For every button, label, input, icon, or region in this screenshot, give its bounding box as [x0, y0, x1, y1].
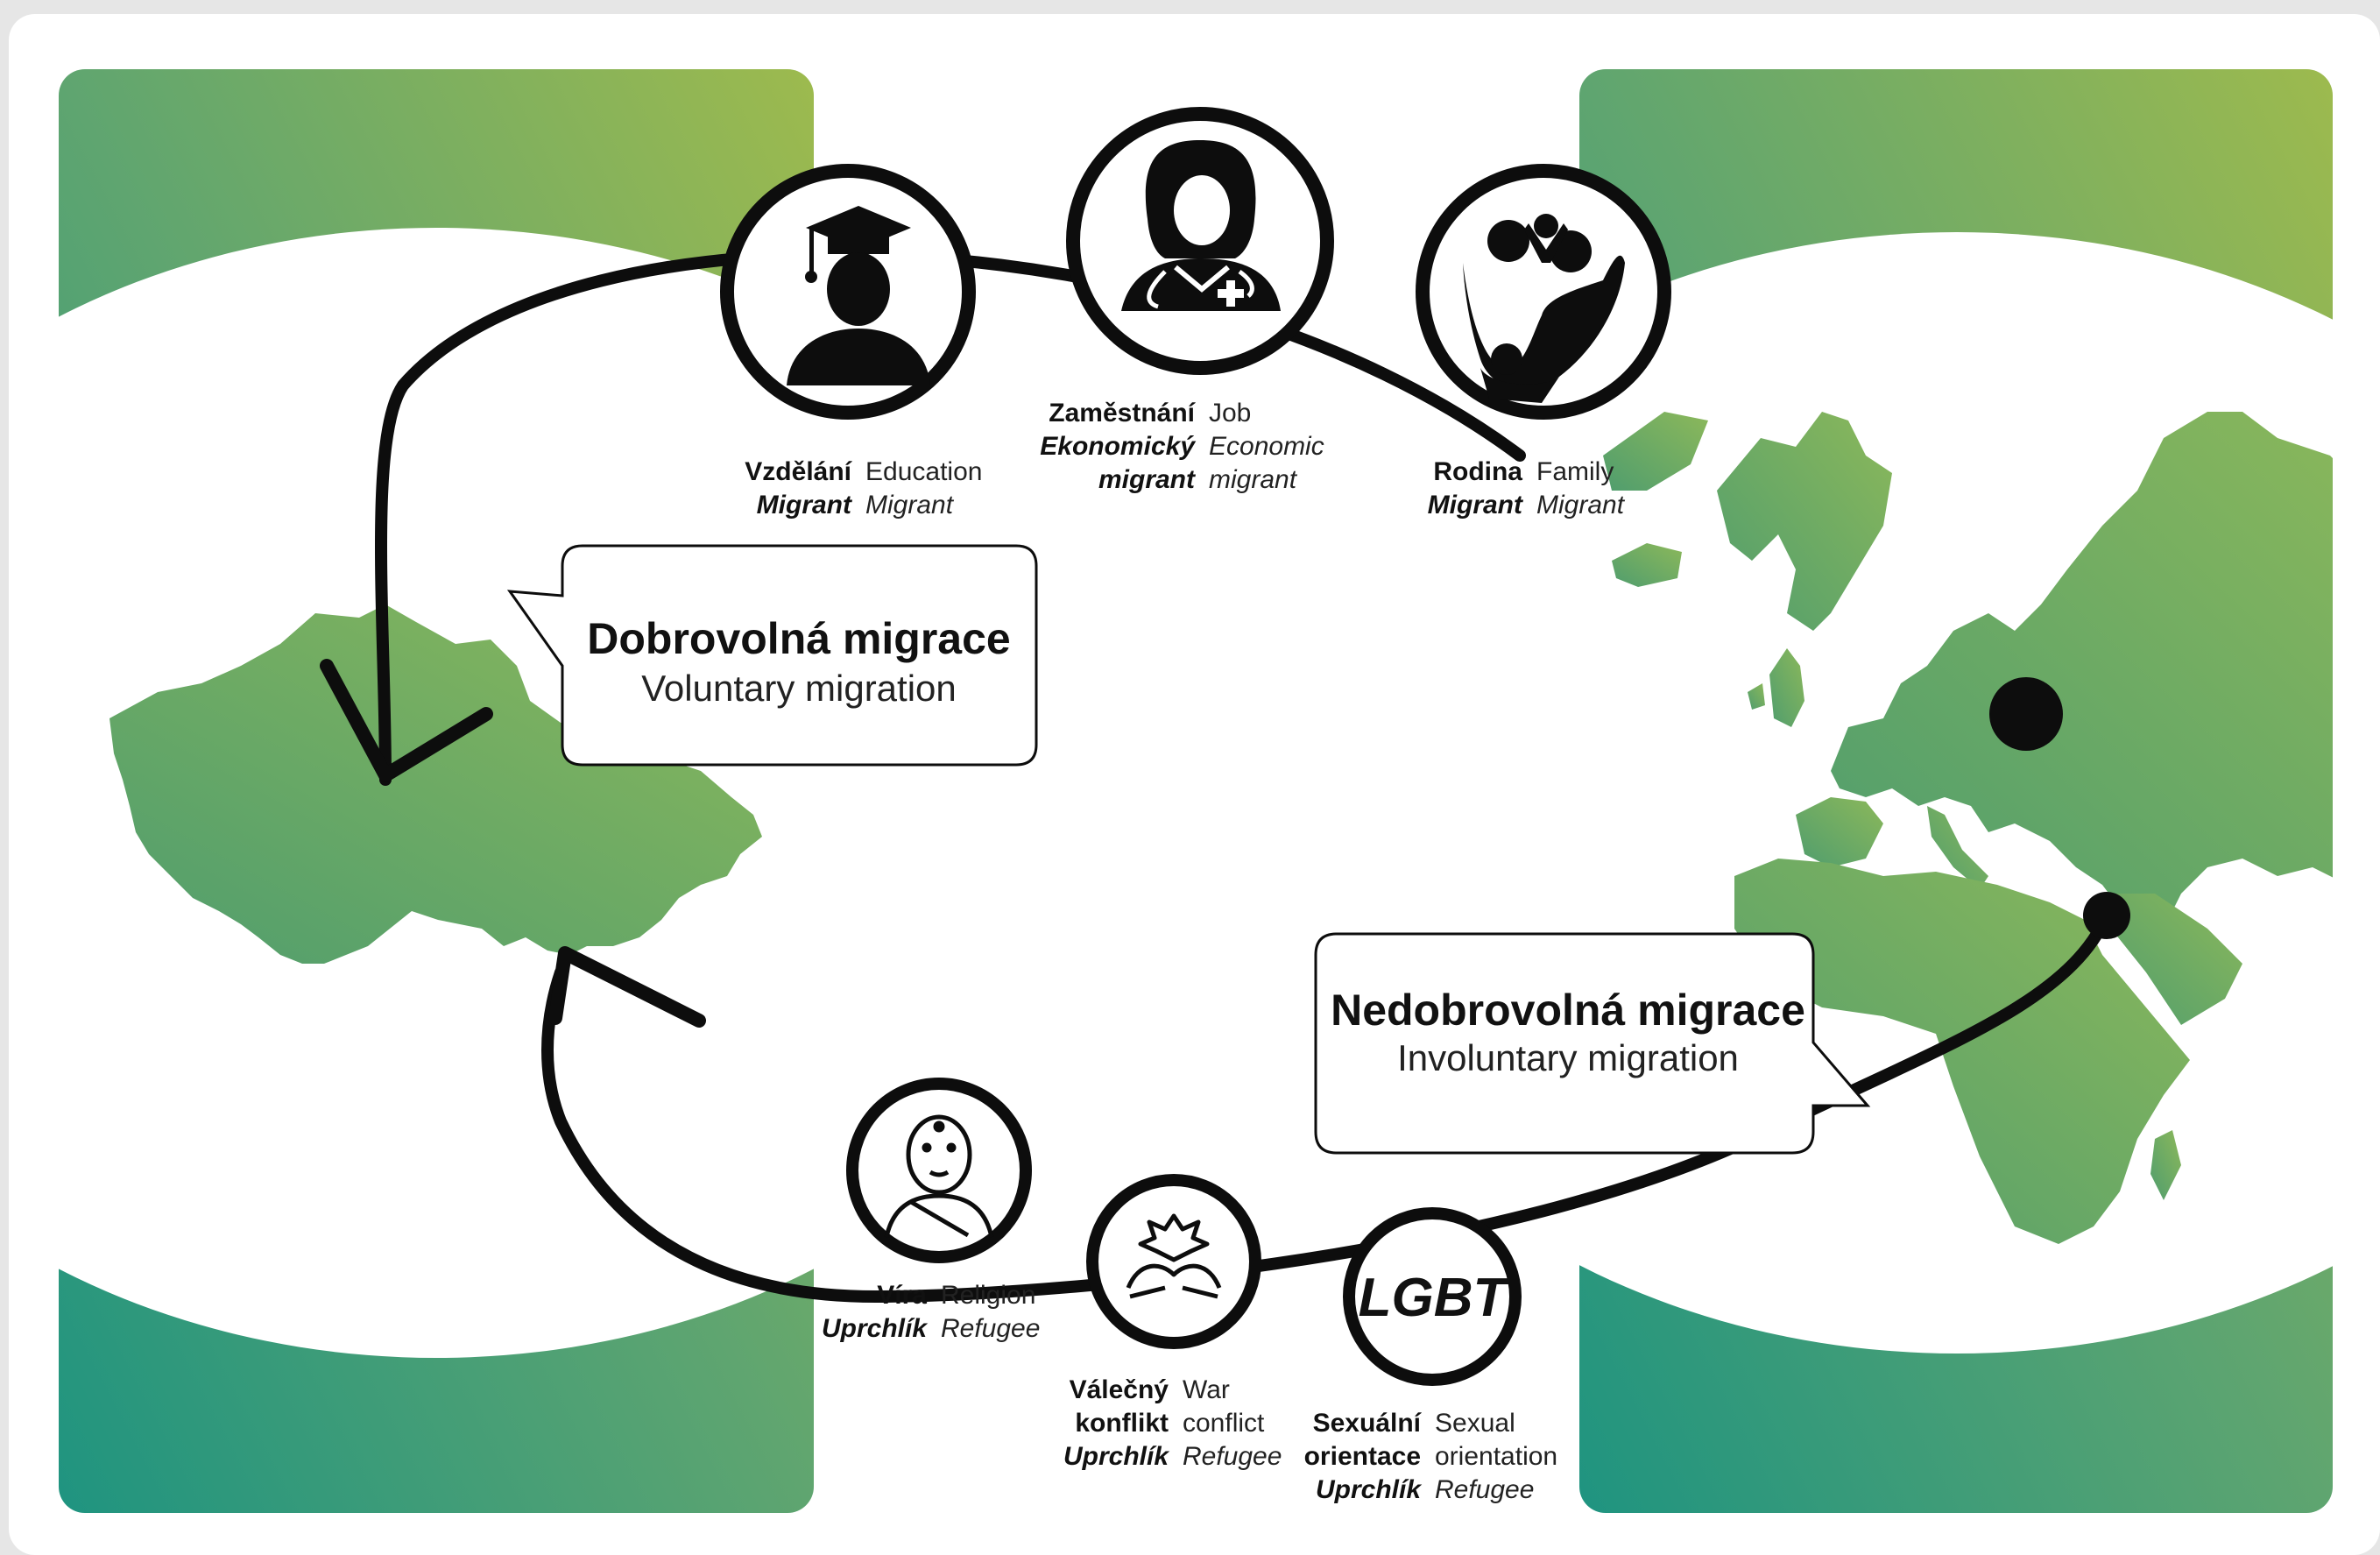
svg-text:migrant: migrant [1209, 465, 1298, 494]
svg-text:Religion: Religion [941, 1281, 1035, 1310]
svg-text:migrant: migrant [1098, 465, 1197, 494]
label-war-conflict: Válečný War konflikt conflict Uprchlík R… [1063, 1375, 1282, 1471]
svg-text:Uprchlík: Uprchlík [1063, 1442, 1169, 1471]
node-war-conflict [1086, 1174, 1261, 1349]
svg-text:conflict: conflict [1183, 1409, 1265, 1438]
arrowhead-icon [320, 659, 493, 782]
svg-text:Economic: Economic [1209, 432, 1324, 461]
svg-text:Vzdělání: Vzdělání [745, 457, 852, 486]
svg-text:Refugee: Refugee [1183, 1442, 1282, 1471]
svg-text:Sexuální: Sexuální [1313, 1409, 1423, 1438]
svg-text:orientace: orientace [1304, 1442, 1421, 1471]
monk-icon [884, 1114, 994, 1238]
svg-text:Family: Family [1536, 457, 1614, 486]
svg-text:Refugee: Refugee [1435, 1475, 1534, 1504]
arrowhead-icon [548, 946, 706, 1028]
svg-text:Ekonomický: Ekonomický [1040, 432, 1196, 461]
svg-text:Migrant: Migrant [1536, 491, 1626, 520]
svg-text:Involuntary migration: Involuntary migration [1397, 1037, 1739, 1078]
svg-text:Job: Job [1209, 399, 1251, 428]
svg-text:orientation: orientation [1435, 1442, 1557, 1471]
svg-text:Válečný: Válečný [1070, 1375, 1169, 1404]
svg-text:Migrant: Migrant [1428, 491, 1524, 520]
svg-text:Rodina: Rodina [1433, 457, 1522, 486]
doctor-icon [1121, 140, 1281, 311]
label-religion: Víra Religion Uprchlík Refugee [822, 1281, 1040, 1343]
graduate-icon [787, 206, 930, 385]
svg-text:Uprchlík: Uprchlík [1316, 1475, 1422, 1504]
label-job: Zaměstnání Job Ekonomický Economic migra… [1040, 399, 1324, 494]
czech-republic-map [109, 604, 762, 964]
svg-text:Nedobrovolná migrace: Nedobrovolná migrace [1331, 986, 1805, 1035]
svg-text:Voluntary migration: Voluntary migration [641, 668, 957, 709]
svg-text:konflikt: konflikt [1075, 1409, 1169, 1438]
label-education: Vzdělání Education Migrant Migrant [745, 457, 982, 520]
svg-text:Migrant: Migrant [865, 491, 955, 520]
node-job [1066, 107, 1334, 375]
svg-text:War: War [1183, 1375, 1230, 1404]
svg-text:Zaměstnání: Zaměstnání [1049, 399, 1196, 428]
explosion-hands-icon [1126, 1213, 1222, 1299]
svg-text:Dobrovolná migrace: Dobrovolná migrace [587, 614, 1010, 663]
label-lgbt: Sexuální Sexual orientace orientation Up… [1304, 1409, 1558, 1504]
involuntary-migration-bubble: Nedobrovolná migrace Involuntary migrati… [1314, 932, 1871, 1155]
svg-text:Uprchlík: Uprchlík [822, 1314, 928, 1343]
svg-text:Education: Education [865, 457, 982, 486]
path-endpoint-dot [2083, 892, 2130, 939]
node-religion [846, 1078, 1032, 1263]
path-endpoint-dot [1989, 677, 2063, 751]
svg-text:Migrant: Migrant [757, 491, 853, 520]
svg-text:Sexual: Sexual [1435, 1409, 1515, 1438]
lgbt-icon: LGBT [1359, 1268, 1511, 1328]
node-family [1416, 164, 1671, 420]
family-icon [1463, 214, 1625, 403]
label-family: Rodina Family Migrant Migrant [1428, 457, 1626, 520]
node-lgbt: LGBT [1343, 1207, 1522, 1386]
node-education [720, 164, 976, 420]
voluntary-migration-bubble: Dobrovolná migrace Voluntary migration [506, 544, 1038, 767]
svg-text:Víra: Víra [877, 1281, 927, 1310]
svg-text:Refugee: Refugee [941, 1314, 1040, 1343]
